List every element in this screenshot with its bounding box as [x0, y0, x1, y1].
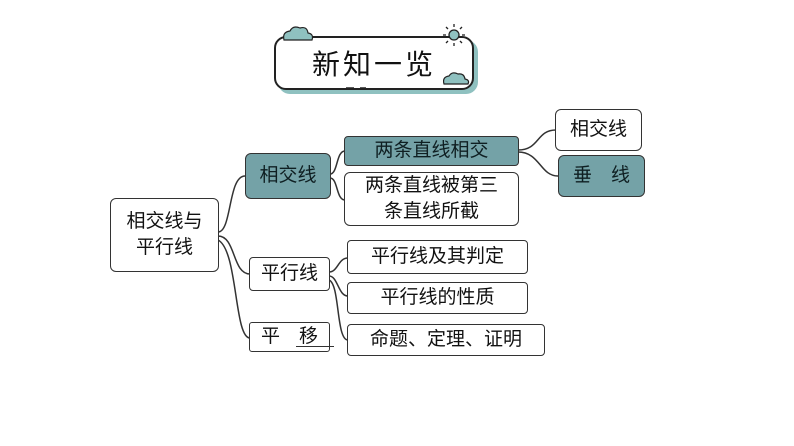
node-propositions-label: 命题、定理、证明	[369, 328, 522, 351]
title-decorations	[283, 24, 470, 89]
branch-intersect-label: 相交线	[259, 164, 317, 187]
node-parallel-criteria: 平行线及其判定	[347, 240, 528, 274]
root-label-line2: 平行线	[135, 236, 193, 258]
node-two-lines-intersect: 两条直线相交	[344, 136, 519, 166]
leaf-perpendicular: 垂 线	[558, 155, 645, 197]
node-transversal-line1: 两条直线被第三	[364, 174, 498, 197]
root-node: 相交线与 平行线	[110, 198, 219, 272]
branch-translation: 平 移	[249, 322, 330, 352]
node-parallel-criteria-label: 平行线及其判定	[370, 245, 504, 268]
cloud-icon	[283, 26, 314, 41]
branch-intersect: 相交线	[245, 153, 331, 199]
translation-underline	[296, 346, 334, 347]
branch-translation-label: 平 移	[260, 325, 318, 348]
node-transversal: 两条直线被第三 条直线所截	[344, 172, 519, 226]
cloud-icon	[442, 72, 470, 85]
leaf-perpendicular-label: 垂 线	[572, 164, 630, 187]
branch-parallel: 平行线	[249, 257, 330, 291]
sun-icon	[443, 24, 465, 46]
node-transversal-line2: 条直线所截	[383, 200, 479, 222]
node-propositions: 命题、定理、证明	[347, 324, 545, 356]
node-parallel-properties: 平行线的性质	[347, 282, 528, 314]
page-title: 新知一览	[274, 36, 474, 90]
branch-parallel-label: 平行线	[260, 262, 318, 285]
leaf-intersecting-lines-label: 相交线	[569, 118, 627, 141]
root-label-line1: 相交线与	[126, 210, 203, 233]
node-parallel-properties-label: 平行线的性质	[380, 286, 495, 309]
leaf-intersecting-lines: 相交线	[555, 109, 642, 151]
node-two-lines-intersect-label: 两条直线相交	[374, 139, 489, 162]
title-banner: 新知一览	[268, 22, 482, 92]
